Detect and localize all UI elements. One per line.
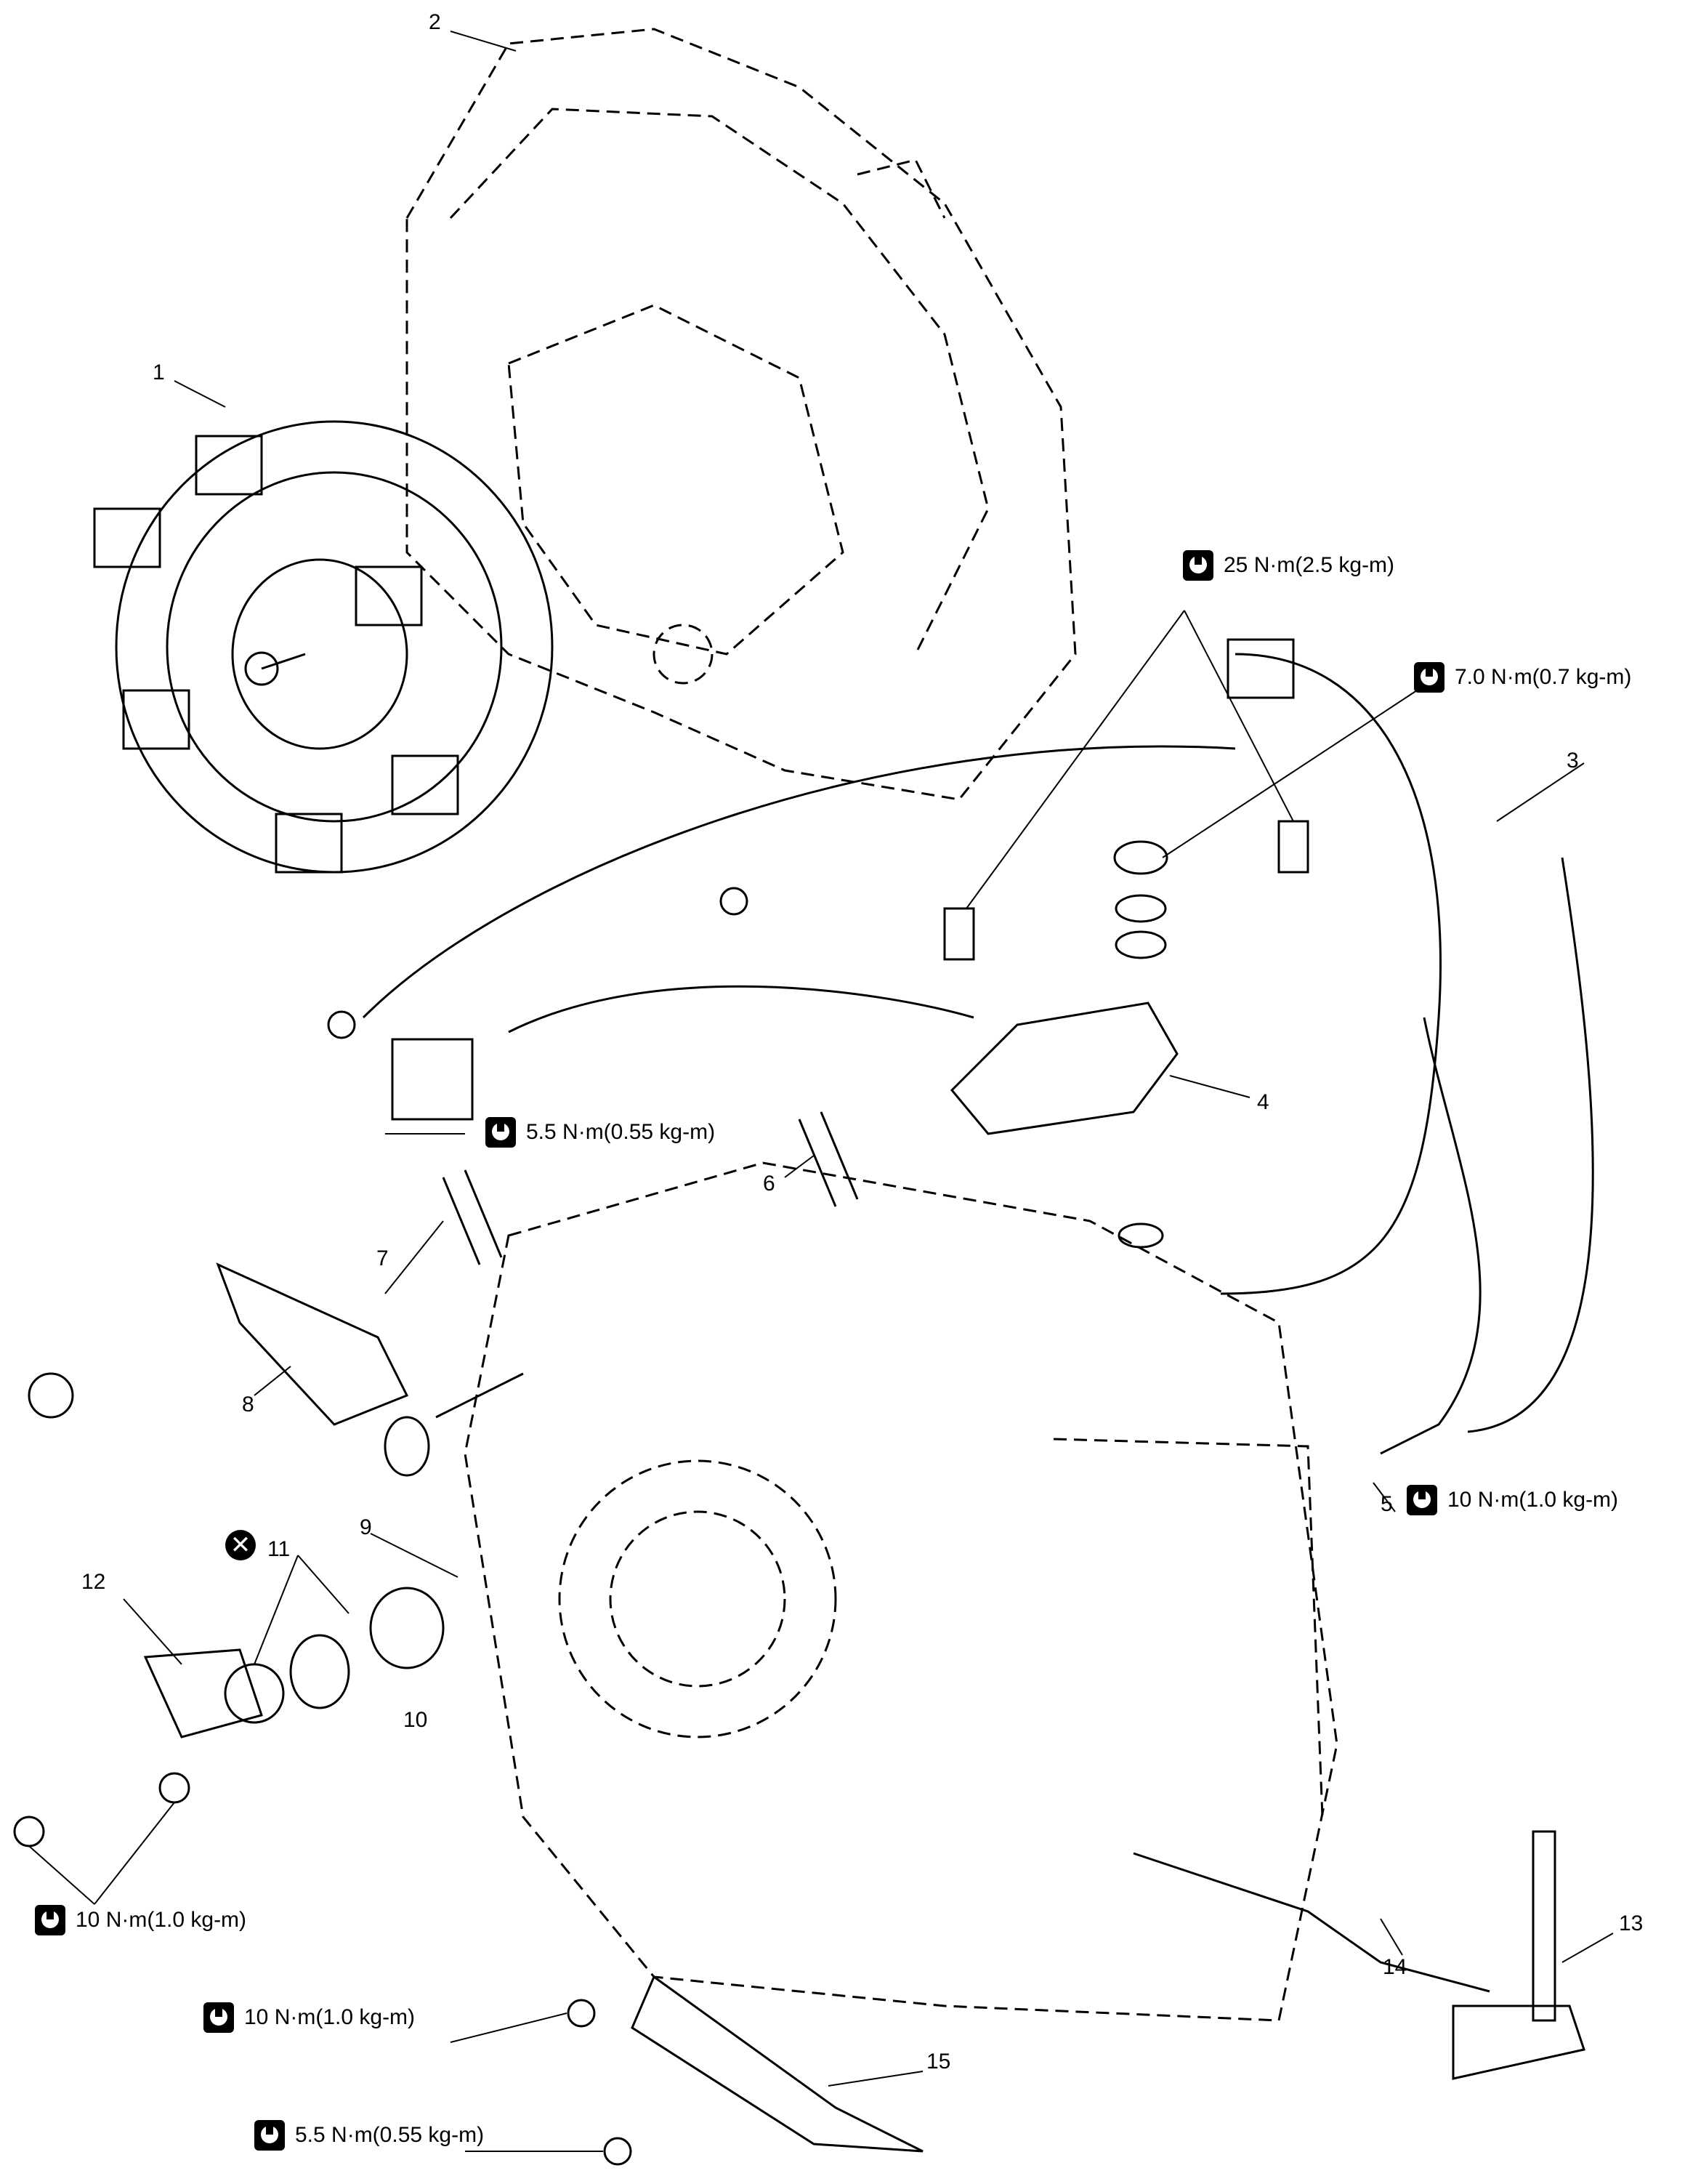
- shift-lever-parts: [567, 1830, 1585, 2166]
- torque-wrench-icon: [485, 1117, 516, 1148]
- torque-converter: [93, 420, 554, 874]
- callout-3: 3: [1567, 749, 1579, 773]
- callout-5: 5: [1381, 1492, 1393, 1516]
- torque-spec-10-right: 10 N·m(1.0 kg-m): [1407, 1484, 1618, 1516]
- torque-spec-5-5-lower: 5.5 N·m(0.55 kg-m): [254, 2119, 484, 2151]
- callout-13: 13: [1619, 1911, 1644, 1935]
- leader-lines: [28, 31, 1614, 2152]
- torque-wrench-icon: [1407, 1485, 1437, 1515]
- transaxle-outline: [405, 28, 1077, 801]
- torque-spec-text: 7.0 N·m(0.7 kg-m): [1455, 665, 1632, 689]
- callout-10: 10: [403, 1708, 428, 1732]
- torque-spec-7: 7.0 N·m(0.7 kg-m): [1414, 661, 1631, 693]
- callout-6: 6: [763, 1172, 775, 1196]
- callout-8: 8: [242, 1393, 254, 1417]
- callout-1: 1: [153, 360, 165, 384]
- speed-sensors: [442, 1111, 859, 1265]
- transaxle-case: [464, 1161, 1338, 2022]
- torque-wrench-icon: [1414, 662, 1444, 693]
- torque-spec-text: 5.5 N·m(0.55 kg-m): [295, 2123, 485, 2147]
- do-not-reuse-icon: ✕: [225, 1530, 256, 1560]
- torque-spec-text: 10 N·m(1.0 kg-m): [76, 1908, 247, 1932]
- callout-7: 7: [376, 1246, 389, 1270]
- torque-wrench-icon: [203, 2002, 234, 2033]
- torque-wrench-icon: [1183, 550, 1213, 581]
- transmission-range-switch: [943, 820, 1309, 1249]
- torque-spec-text: 10 N·m(1.0 kg-m): [1447, 1488, 1619, 1512]
- torque-wrench-icon: [254, 2120, 285, 2151]
- torque-spec-10-left: 10 N·m(1.0 kg-m): [35, 1904, 246, 1936]
- callout-11: 11: [267, 1537, 291, 1561]
- torque-spec-text: 5.5 N·m(0.55 kg-m): [526, 1120, 716, 1144]
- callout-2: 2: [429, 10, 441, 34]
- callout-14: 14: [1383, 1955, 1407, 1979]
- torque-spec-text: 10 N·m(1.0 kg-m): [244, 2005, 416, 2029]
- callout-9: 9: [360, 1515, 372, 1539]
- torque-spec-5-5-upper: 5.5 N·m(0.55 kg-m): [485, 1116, 715, 1148]
- callout-4: 4: [1257, 1090, 1269, 1114]
- wiring-harness: [327, 638, 1594, 1455]
- torque-spec-text: 25 N·m(2.5 kg-m): [1224, 553, 1395, 577]
- torque-spec-10-lower: 10 N·m(1.0 kg-m): [203, 2002, 415, 2034]
- torque-spec-25: 25 N·m(2.5 kg-m): [1183, 549, 1394, 581]
- callout-15: 15: [926, 2050, 951, 2074]
- torque-wrench-icon: [35, 1905, 65, 1935]
- callout-12: 12: [81, 1570, 106, 1594]
